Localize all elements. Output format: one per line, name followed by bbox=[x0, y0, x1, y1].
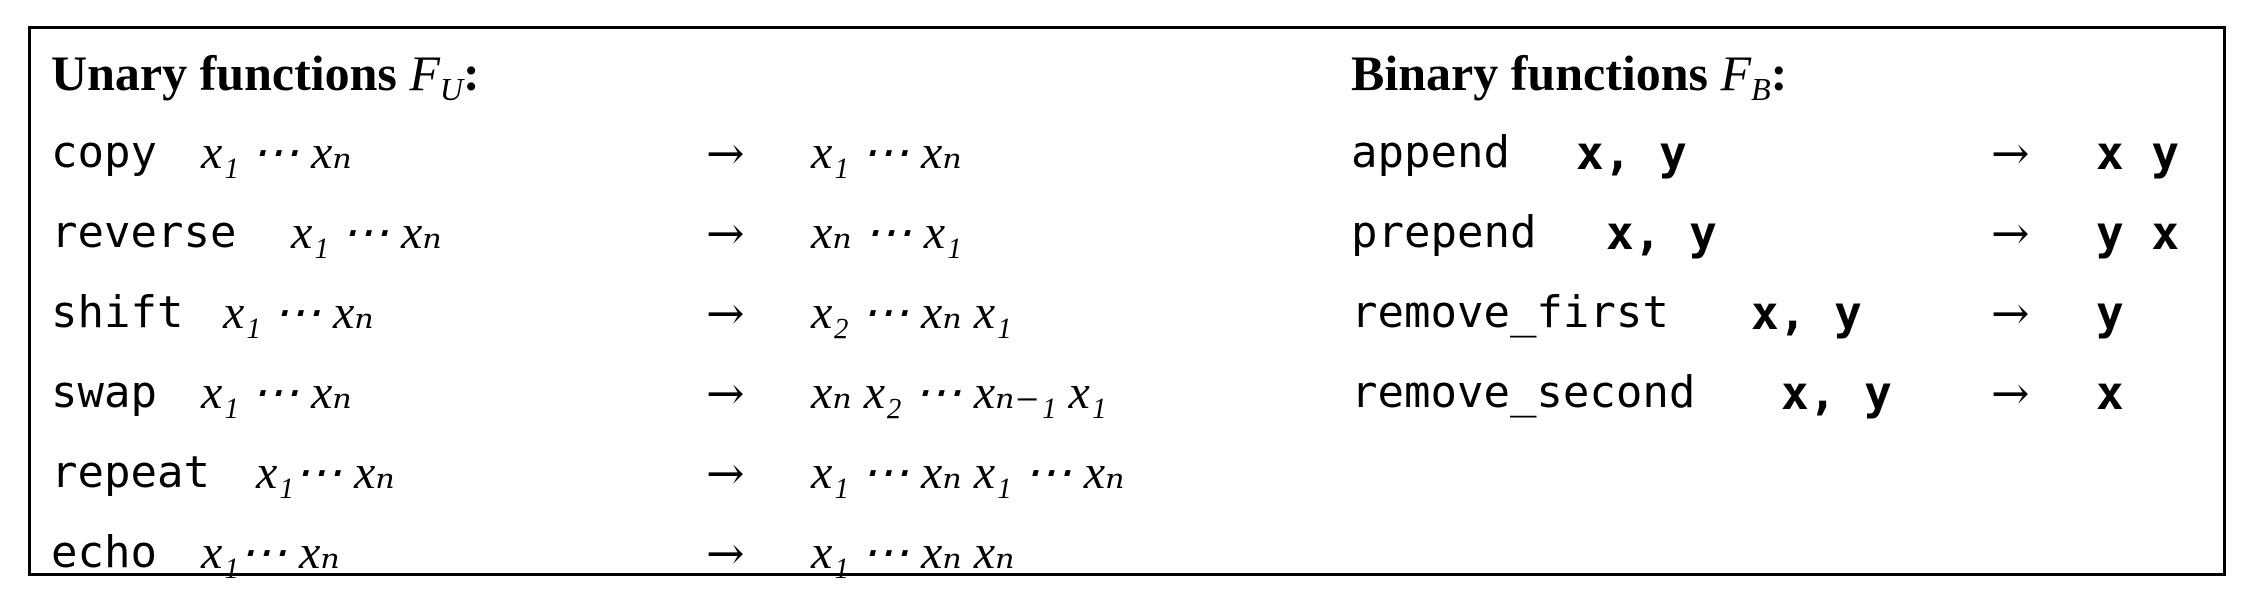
maps-to-arrow: → bbox=[1991, 206, 2030, 260]
unary-row-shift: shift x₁ ⋯ xₙ → x₂ ⋯ xₙ x₁ bbox=[51, 273, 1012, 353]
function-name: echo bbox=[51, 527, 157, 578]
maps-to-arrow: → bbox=[706, 526, 745, 580]
maps-to-arrow: → bbox=[706, 286, 745, 340]
function-input: x, y bbox=[1576, 126, 1687, 180]
binary-heading-text: Binary functions bbox=[1351, 45, 1721, 101]
unary-row-reverse: reverse x₁ ⋯ xₙ → xₙ ⋯ x₁ bbox=[51, 193, 962, 273]
function-output: xₙ ⋯ x₁ bbox=[811, 206, 962, 259]
function-output: y bbox=[2096, 286, 2124, 340]
maps-to-arrow: → bbox=[1991, 366, 2030, 420]
binary-heading: Binary functions FB: bbox=[1351, 33, 1787, 113]
maps-to-arrow: → bbox=[706, 206, 745, 260]
function-name: copy bbox=[51, 127, 157, 178]
binary-row-remove-second: remove_second x, y → x bbox=[1351, 353, 2124, 433]
binary-heading-symbol: FB bbox=[1720, 45, 1771, 107]
binary-functions-column: Binary functions FB: append x, y → x y p… bbox=[1351, 33, 2179, 433]
function-name: swap bbox=[51, 367, 157, 418]
function-input: x₁⋯ xₙ bbox=[256, 446, 395, 499]
unary-heading-colon: : bbox=[463, 45, 480, 101]
function-name: prepend bbox=[1351, 207, 1537, 258]
function-input: x₁ ⋯ xₙ bbox=[201, 126, 352, 179]
maps-to-arrow: → bbox=[706, 366, 745, 420]
function-input: x, y bbox=[1751, 286, 1862, 340]
binary-row-append: append x, y → x y bbox=[1351, 113, 2179, 193]
unary-symbol-subscript: U bbox=[439, 71, 464, 107]
maps-to-arrow: → bbox=[1991, 126, 2030, 180]
function-input: x₁ ⋯ xₙ bbox=[201, 366, 352, 419]
unary-row-echo: echo x₁⋯ xₙ → x₁ ⋯ xₙ xₙ bbox=[51, 513, 1015, 593]
unary-functions-column: Unary functions FU: copy x₁ ⋯ xₙ → x₁ ⋯ … bbox=[51, 33, 1125, 593]
function-output: x₁ ⋯ xₙ bbox=[811, 126, 962, 179]
maps-to-arrow: → bbox=[706, 126, 745, 180]
function-output: xₙ x₂ ⋯ xₙ₋₁ x₁ bbox=[811, 366, 1107, 419]
function-name: repeat bbox=[51, 447, 210, 498]
unary-row-copy: copy x₁ ⋯ xₙ → x₁ ⋯ xₙ bbox=[51, 113, 962, 193]
unary-heading: Unary functions FU: bbox=[51, 33, 480, 113]
function-name: append bbox=[1351, 127, 1510, 178]
binary-row-prepend: prepend x, y → y x bbox=[1351, 193, 2179, 273]
function-input: x, y bbox=[1606, 206, 1717, 260]
unary-symbol-letter: F bbox=[409, 45, 440, 101]
function-output: x bbox=[2096, 366, 2124, 420]
unary-heading-text: Unary functions bbox=[51, 45, 410, 101]
function-output: x₁ ⋯ xₙ x₁ ⋯ xₙ bbox=[811, 446, 1125, 499]
unary-row-repeat: repeat x₁⋯ xₙ → x₁ ⋯ xₙ x₁ ⋯ xₙ bbox=[51, 433, 1125, 513]
binary-row-remove-first: remove_first x, y → y bbox=[1351, 273, 2124, 353]
function-output: x₂ ⋯ xₙ x₁ bbox=[811, 286, 1012, 339]
unary-heading-symbol: FU bbox=[409, 45, 463, 107]
maps-to-arrow: → bbox=[706, 446, 745, 500]
function-name: remove_first bbox=[1351, 287, 1669, 338]
function-table: Unary functions FU: copy x₁ ⋯ xₙ → x₁ ⋯ … bbox=[28, 26, 2226, 580]
function-input: x₁⋯ xₙ bbox=[201, 526, 340, 579]
function-name: reverse bbox=[51, 207, 237, 258]
function-output: x y bbox=[2096, 126, 2180, 180]
function-output: x₁ ⋯ xₙ xₙ bbox=[811, 526, 1015, 579]
binary-symbol-subscript: B bbox=[1751, 71, 1771, 107]
function-output: y x bbox=[2096, 206, 2180, 260]
function-name: shift bbox=[51, 287, 184, 338]
binary-heading-colon: : bbox=[1770, 45, 1788, 101]
binary-symbol-letter: F bbox=[1720, 45, 1752, 101]
function-input: x, y bbox=[1781, 366, 1892, 420]
maps-to-arrow: → bbox=[1991, 286, 2030, 340]
unary-row-swap: swap x₁ ⋯ xₙ → xₙ x₂ ⋯ xₙ₋₁ x₁ bbox=[51, 353, 1107, 433]
function-name: remove_second bbox=[1351, 367, 1696, 418]
function-input: x₁ ⋯ xₙ bbox=[223, 286, 374, 339]
function-input: x₁ ⋯ xₙ bbox=[291, 206, 442, 259]
